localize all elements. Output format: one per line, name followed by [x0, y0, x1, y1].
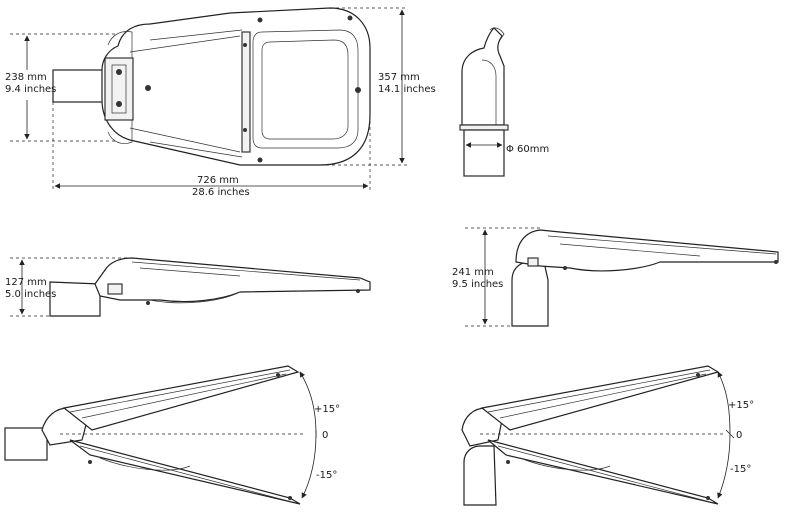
- top-mount-arm: [52, 69, 109, 103]
- post-height-in: 9.5 inches: [452, 279, 503, 290]
- tilt-side-plus: +15°: [314, 404, 340, 415]
- top-optic-window: [252, 29, 359, 149]
- mount-height-mm: 238 mm: [5, 72, 47, 83]
- side-view-dimensions: [10, 257, 132, 317]
- side-height-in: 5.0 inches: [5, 289, 56, 300]
- tilt-view-post: [461, 365, 735, 506]
- top-width-mm: 726 mm: [197, 175, 239, 186]
- post-top-view: [511, 229, 779, 327]
- pole-adapter-detail: [459, 27, 509, 177]
- top-clamp-block: [104, 57, 134, 121]
- tilt-post-zero: 0: [736, 430, 742, 441]
- tilt-post-minus: -15°: [730, 464, 751, 475]
- post-top-dimensions: [465, 227, 540, 327]
- top-view: [52, 7, 371, 166]
- top-height-mm: 357 mm: [378, 72, 420, 83]
- top-width-in: 28.6 inches: [192, 187, 250, 198]
- post-height-mm: 241 mm: [452, 267, 494, 278]
- top-height-in: 14.1 inches: [378, 84, 436, 95]
- side-view: [49, 257, 371, 317]
- pole-diameter-label: Φ 60mm: [506, 144, 549, 155]
- tilt-side-minus: -15°: [316, 470, 337, 481]
- side-height-mm: 127 mm: [5, 277, 47, 288]
- tilt-post-plus: +15°: [728, 400, 754, 411]
- tilt-side-zero: 0: [322, 430, 328, 441]
- top-view-dimensions: [10, 7, 408, 192]
- top-housing: [101, 7, 371, 166]
- mount-height-in: 9.4 inches: [5, 84, 56, 95]
- tilt-view-side: [4, 365, 317, 505]
